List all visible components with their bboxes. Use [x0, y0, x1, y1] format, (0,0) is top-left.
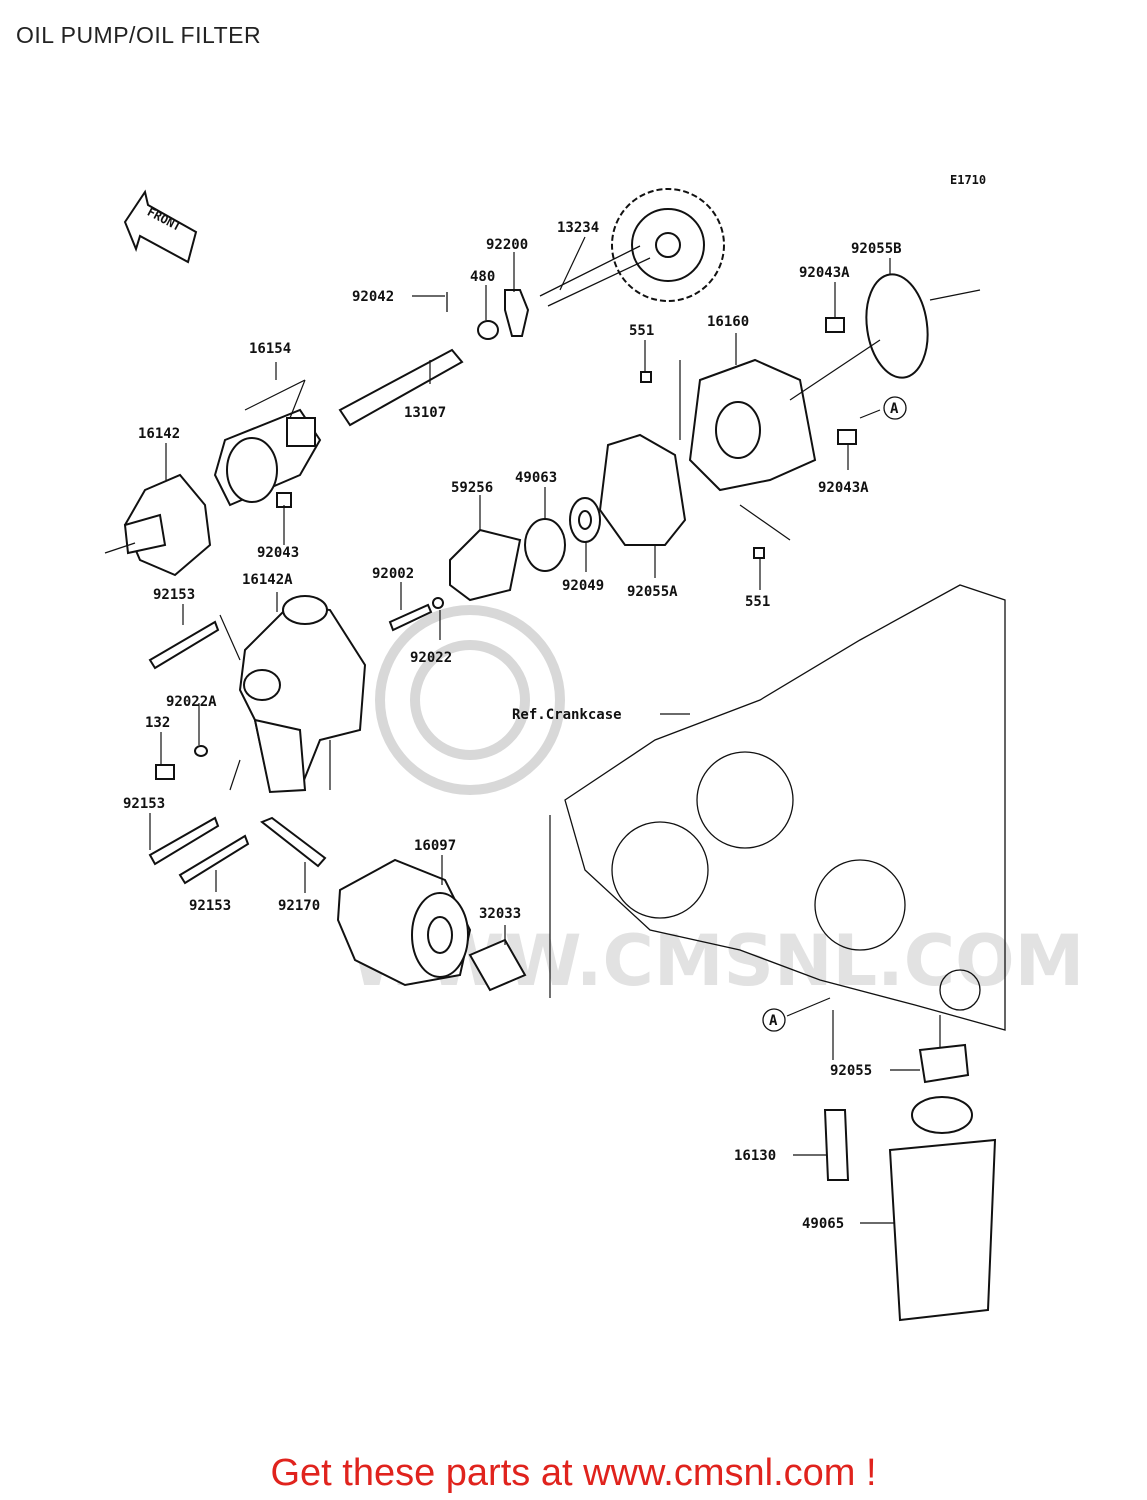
part-label: 92049	[562, 578, 604, 594]
oil-pump-sprocket	[539, 188, 725, 307]
part-label: 32033	[479, 906, 521, 922]
part-label: 92043	[257, 545, 299, 561]
washer-92022a	[194, 745, 208, 757]
part-label: 92153	[189, 898, 231, 914]
diagram-code: E1710	[950, 173, 986, 187]
dowel-pin	[825, 317, 845, 333]
front-arrow-icon: FRONT	[123, 189, 198, 264]
part-label: 92042	[352, 289, 394, 305]
part-label: 16097	[414, 838, 456, 854]
dowel-pin	[837, 429, 857, 445]
callout-a-label: A	[890, 401, 899, 417]
ref-crankcase-label: Ref.Crankcase	[512, 707, 622, 723]
part-label: 92153	[153, 587, 195, 603]
part-label: 92055B	[851, 241, 902, 257]
pump-body	[104, 473, 292, 577]
part-label: 59256	[451, 480, 493, 496]
pump-rotor	[213, 408, 322, 507]
callout-a-bottom: A	[762, 1008, 786, 1032]
water-pump-cover	[238, 595, 367, 794]
pump-cover	[688, 289, 981, 492]
part-label: 92043A	[799, 265, 850, 281]
bolt-92153-c	[178, 834, 250, 885]
part-label: 92153	[123, 796, 165, 812]
callout-a-label: A	[769, 1013, 778, 1029]
part-label: 13234	[557, 220, 599, 236]
part-label: 92170	[278, 898, 320, 914]
part-label: 16142A	[242, 572, 293, 588]
part-label: 92055	[830, 1063, 872, 1079]
part-label: 16160	[707, 314, 749, 330]
part-label: 16154	[249, 341, 291, 357]
oil-pressure-fitting	[823, 1109, 850, 1181]
part-label: 92043A	[818, 480, 869, 496]
leader-lines	[149, 236, 941, 1224]
plate-92170	[260, 816, 327, 868]
washer-92022	[432, 597, 444, 609]
part-label: 480	[470, 269, 495, 285]
page-title: OIL PUMP/OIL FILTER	[16, 22, 262, 48]
part-label: 16130	[734, 1148, 776, 1164]
part-label: 92055A	[627, 584, 678, 600]
part-label: 92200	[486, 237, 528, 253]
part-label: 49065	[802, 1216, 844, 1232]
oil-strainer	[888, 1096, 997, 1322]
drain-plug	[918, 1043, 970, 1084]
part-label: 551	[745, 594, 770, 610]
part-label: 13107	[404, 405, 446, 421]
part-label: 92022A	[166, 694, 217, 710]
oil-filter-fitting	[468, 938, 527, 992]
circlip	[477, 320, 499, 340]
part-label: 132	[145, 715, 170, 731]
part-label: 551	[629, 323, 654, 339]
pin	[753, 547, 765, 559]
bolt-132	[155, 764, 175, 780]
part-label: 92022	[410, 650, 452, 666]
water-pump-impeller	[449, 497, 601, 602]
o-ring-92055b	[865, 273, 929, 379]
bolt-92153-b	[148, 816, 220, 866]
crankcase-outline	[564, 584, 1006, 1031]
part-label: 92002	[372, 566, 414, 582]
pump-plate	[504, 289, 530, 337]
part-label: 49063	[515, 470, 557, 486]
pump-shaft	[338, 292, 464, 427]
gasket-92055a	[598, 433, 687, 546]
pin	[640, 371, 652, 383]
part-label: 16142	[138, 426, 180, 442]
bolt-92153-a	[148, 620, 220, 670]
cta-link[interactable]: Get these parts at www.cmsnl.com !	[270, 1452, 877, 1494]
oil-filter	[336, 858, 472, 987]
part-number-labels: 13234 92200 480 92042 16154 13107 16142 …	[123, 220, 902, 1232]
bolt-92002	[388, 603, 433, 632]
callout-a-top: A	[883, 396, 907, 420]
exploded-parts-diagram: WWW.CMSNL.COM E1710 FRONT	[104, 173, 1084, 1322]
